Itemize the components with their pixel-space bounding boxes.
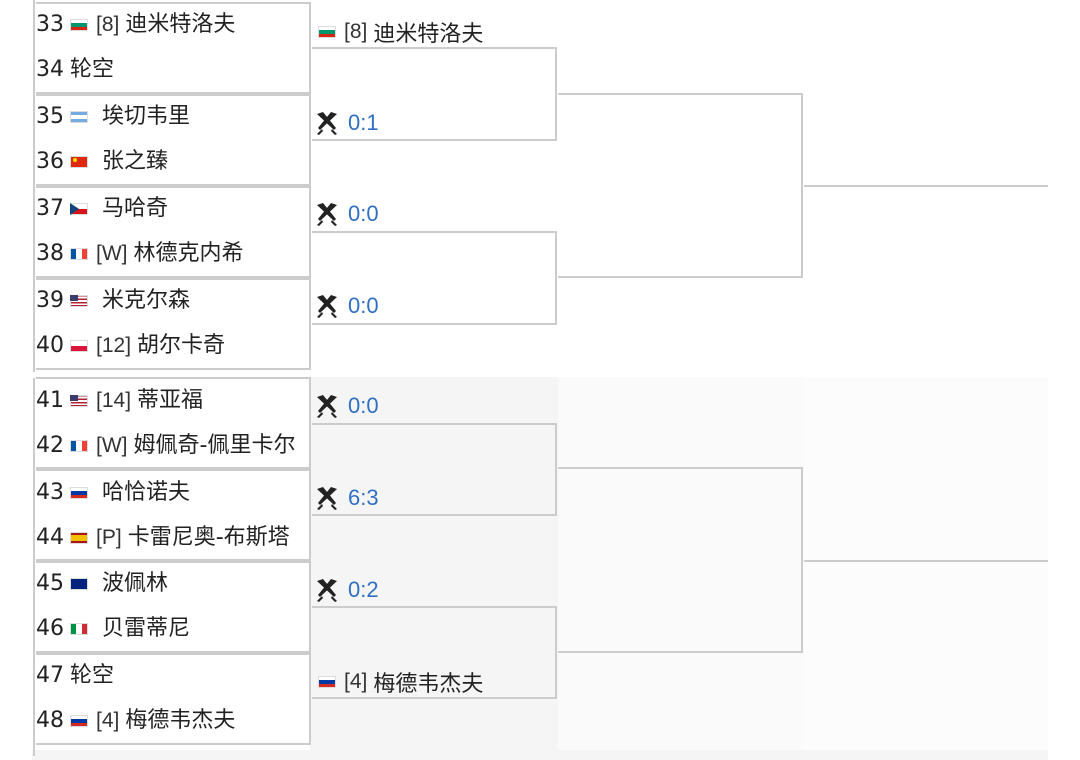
- seed-label: [P]: [96, 526, 122, 549]
- player-name: 米克尔森: [102, 288, 191, 313]
- crossed-rackets-icon: [314, 293, 340, 319]
- argentina-flag-icon: [70, 111, 88, 123]
- score-value: 0:1: [348, 110, 379, 135]
- match-score-link[interactable]: 0:0: [314, 289, 379, 323]
- crossed-rackets-icon: [314, 201, 340, 227]
- player-row-48[interactable]: 48 [4]梅德韦杰夫: [36, 702, 235, 740]
- russia-flag-icon: [70, 487, 88, 499]
- player-name: 迪米特洛夫: [373, 22, 484, 47]
- seed-label: [W]: [96, 242, 128, 265]
- bulgaria-flag-icon: [318, 26, 336, 38]
- player-row-37[interactable]: 37 马哈奇: [36, 190, 168, 228]
- round2-winner-bottom[interactable]: [4] 梅德韦杰夫: [318, 665, 483, 699]
- draw-number: 46: [36, 616, 64, 641]
- draw-number: 40: [36, 333, 64, 358]
- match-score-link[interactable]: 0:0: [314, 197, 379, 231]
- china-flag-icon: [70, 156, 88, 168]
- player-row-43[interactable]: 43 哈恰诺夫: [36, 474, 190, 512]
- france-flag-icon: [70, 440, 88, 452]
- usa-flag-icon: [70, 395, 88, 407]
- draw-number: 37: [36, 196, 64, 221]
- player-row-45[interactable]: 45 波佩林: [36, 565, 169, 613]
- crossed-rackets-icon: [314, 485, 340, 511]
- player-name: 哈恰诺夫: [102, 480, 191, 505]
- france-flag-icon: [70, 248, 88, 260]
- player-name: 姆佩奇-佩里卡尔: [133, 433, 296, 458]
- poland-flag-icon: [70, 340, 88, 352]
- player-name: 林德克内希: [133, 241, 244, 266]
- player-name: 梅德韦杰夫: [125, 708, 236, 733]
- score-value: 0:0: [348, 201, 379, 226]
- player-name: 蒂亚福: [137, 388, 204, 413]
- draw-number: 44: [36, 525, 64, 550]
- player-name: 埃切韦里: [102, 104, 191, 129]
- player-name: 波佩林: [102, 571, 169, 596]
- seed-label: [W]: [96, 434, 128, 457]
- player-row-39[interactable]: 39 米克尔森: [36, 282, 190, 320]
- match-score-link[interactable]: 0:1: [314, 106, 379, 140]
- bulgaria-flag-icon: [70, 19, 88, 31]
- italy-flag-icon: [70, 623, 88, 635]
- player-row-40[interactable]: 40 [12]胡尔卡奇: [36, 327, 225, 365]
- usa-flag-icon: [70, 295, 88, 307]
- player-row-38[interactable]: 38 [W]林德克内希: [36, 235, 244, 273]
- round2-winner-top[interactable]: [8] 迪米特洛夫: [318, 15, 483, 49]
- player-row-33[interactable]: 33 [8]迪米特洛夫: [36, 6, 235, 44]
- score-value: 0:2: [348, 577, 379, 602]
- player-row-44[interactable]: 44 [P]卡雷尼奥-布斯塔: [36, 519, 290, 557]
- player-row-46[interactable]: 46 贝雷蒂尼: [36, 610, 190, 648]
- australia-flag-icon: [70, 575, 88, 613]
- seed-label: [8]: [96, 13, 120, 36]
- player-name: 张之臻: [102, 149, 169, 174]
- player-name: 马哈奇: [102, 196, 169, 221]
- crossed-rackets-icon: [314, 577, 340, 603]
- draw-number: 41: [36, 388, 64, 413]
- spain-flag-icon: [70, 532, 88, 544]
- draw-number: 48: [36, 708, 64, 733]
- seed-label: [12]: [96, 334, 132, 357]
- player-name: 胡尔卡奇: [137, 333, 226, 358]
- draw-number: 36: [36, 149, 64, 174]
- bracket-section-next: [32, 750, 1048, 760]
- player-row-35[interactable]: 35 埃切韦里: [36, 98, 190, 136]
- draw-number: 42: [36, 433, 64, 458]
- russia-flag-icon: [70, 715, 88, 727]
- score-value: 0:0: [348, 293, 379, 318]
- player-row-36[interactable]: 36 张之臻: [36, 143, 168, 181]
- crossed-rackets-icon: [314, 393, 340, 419]
- draw-number: 34: [36, 57, 64, 82]
- seed-label: [4]: [344, 670, 368, 693]
- crossed-rackets-icon: [314, 110, 340, 136]
- player-name: 迪米特洛夫: [125, 12, 236, 37]
- player-name: 贝雷蒂尼: [102, 616, 191, 641]
- player-row-41[interactable]: 41 [14]蒂亚福: [36, 382, 203, 420]
- player-name: 轮空: [70, 57, 115, 82]
- draw-number: 47: [36, 663, 64, 688]
- bracket-section-bottom: [32, 377, 1048, 753]
- match-score-link[interactable]: 0:2: [314, 573, 379, 607]
- draw-number: 33: [36, 12, 64, 37]
- draw-number: 43: [36, 480, 64, 505]
- score-value: 6:3: [348, 485, 379, 510]
- draw-number: 45: [36, 571, 64, 596]
- draw-number: 35: [36, 104, 64, 129]
- draw-number: 39: [36, 288, 64, 313]
- player-name: 梅德韦杰夫: [373, 672, 484, 697]
- russia-flag-icon: [318, 676, 336, 688]
- player-row-42[interactable]: 42 [W]姆佩奇-佩里卡尔: [36, 427, 295, 465]
- draw-number: 38: [36, 241, 64, 266]
- player-name: 轮空: [70, 663, 115, 688]
- seed-label: [14]: [96, 389, 132, 412]
- czech-flag-icon: [70, 203, 88, 215]
- player-name: 卡雷尼奥-布斯塔: [127, 525, 290, 550]
- seed-label: [4]: [96, 709, 120, 732]
- match-score-link[interactable]: 6:3: [314, 481, 379, 515]
- match-score-link[interactable]: 0:0: [314, 389, 379, 423]
- score-value: 0:0: [348, 393, 379, 418]
- seed-label: [8]: [344, 20, 368, 43]
